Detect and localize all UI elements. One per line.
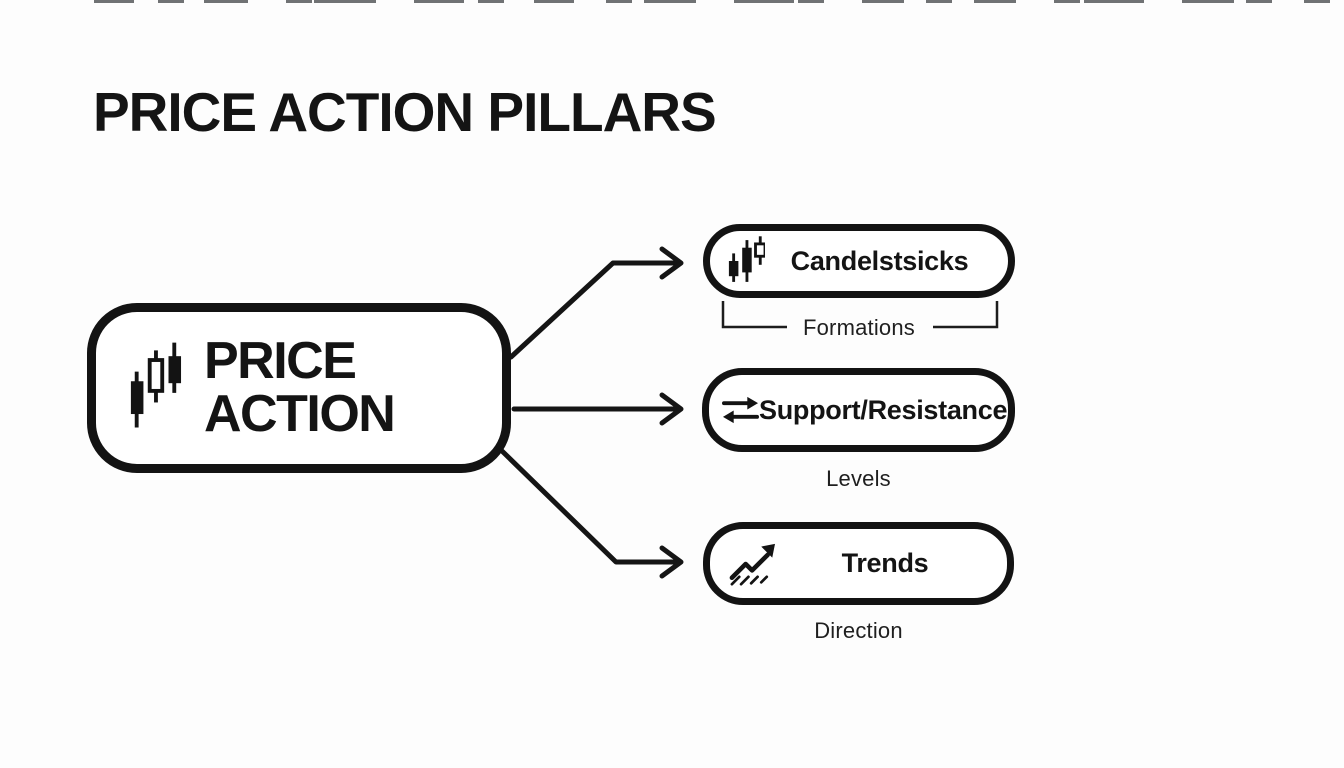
arrow-to-trends xyxy=(499,448,684,579)
root-node-label: PRICE ACTION xyxy=(204,332,396,443)
pillar-candlesticks-sublabel: Formations xyxy=(802,315,916,340)
pillar-trends-label: Trends xyxy=(841,548,929,578)
trend-up-arrow-icon xyxy=(729,543,775,586)
pillar-candlesticks-label: Candelstsicks xyxy=(790,245,969,276)
pillar-trends-sublabel: Direction xyxy=(814,618,903,643)
arrow-to-candlesticks xyxy=(508,246,684,360)
pillar-trends: Trends xyxy=(703,522,1014,605)
pillar-support-resistance-sublabel: Levels xyxy=(826,466,891,491)
pillar-support-resistance: Support/Resistance xyxy=(702,368,1015,452)
root-label-line-2: ACTION xyxy=(204,385,396,443)
arrow-to-support-resistance xyxy=(511,392,684,426)
candlestick-chart-icon xyxy=(130,342,182,428)
swap-arrows-icon xyxy=(722,396,759,424)
root-label-line-1: PRICE xyxy=(204,332,357,390)
pillar-candlesticks: Candelstsicks xyxy=(703,224,1015,298)
pillar-support-resistance-label: Support/Resistance xyxy=(759,394,1008,425)
page-title: PRICE ACTION PILLARS xyxy=(93,81,717,143)
root-node-price-action: PRICE ACTION xyxy=(87,303,511,473)
cropped-text-artifact xyxy=(94,0,1330,3)
candlesticks-icon xyxy=(728,236,765,282)
